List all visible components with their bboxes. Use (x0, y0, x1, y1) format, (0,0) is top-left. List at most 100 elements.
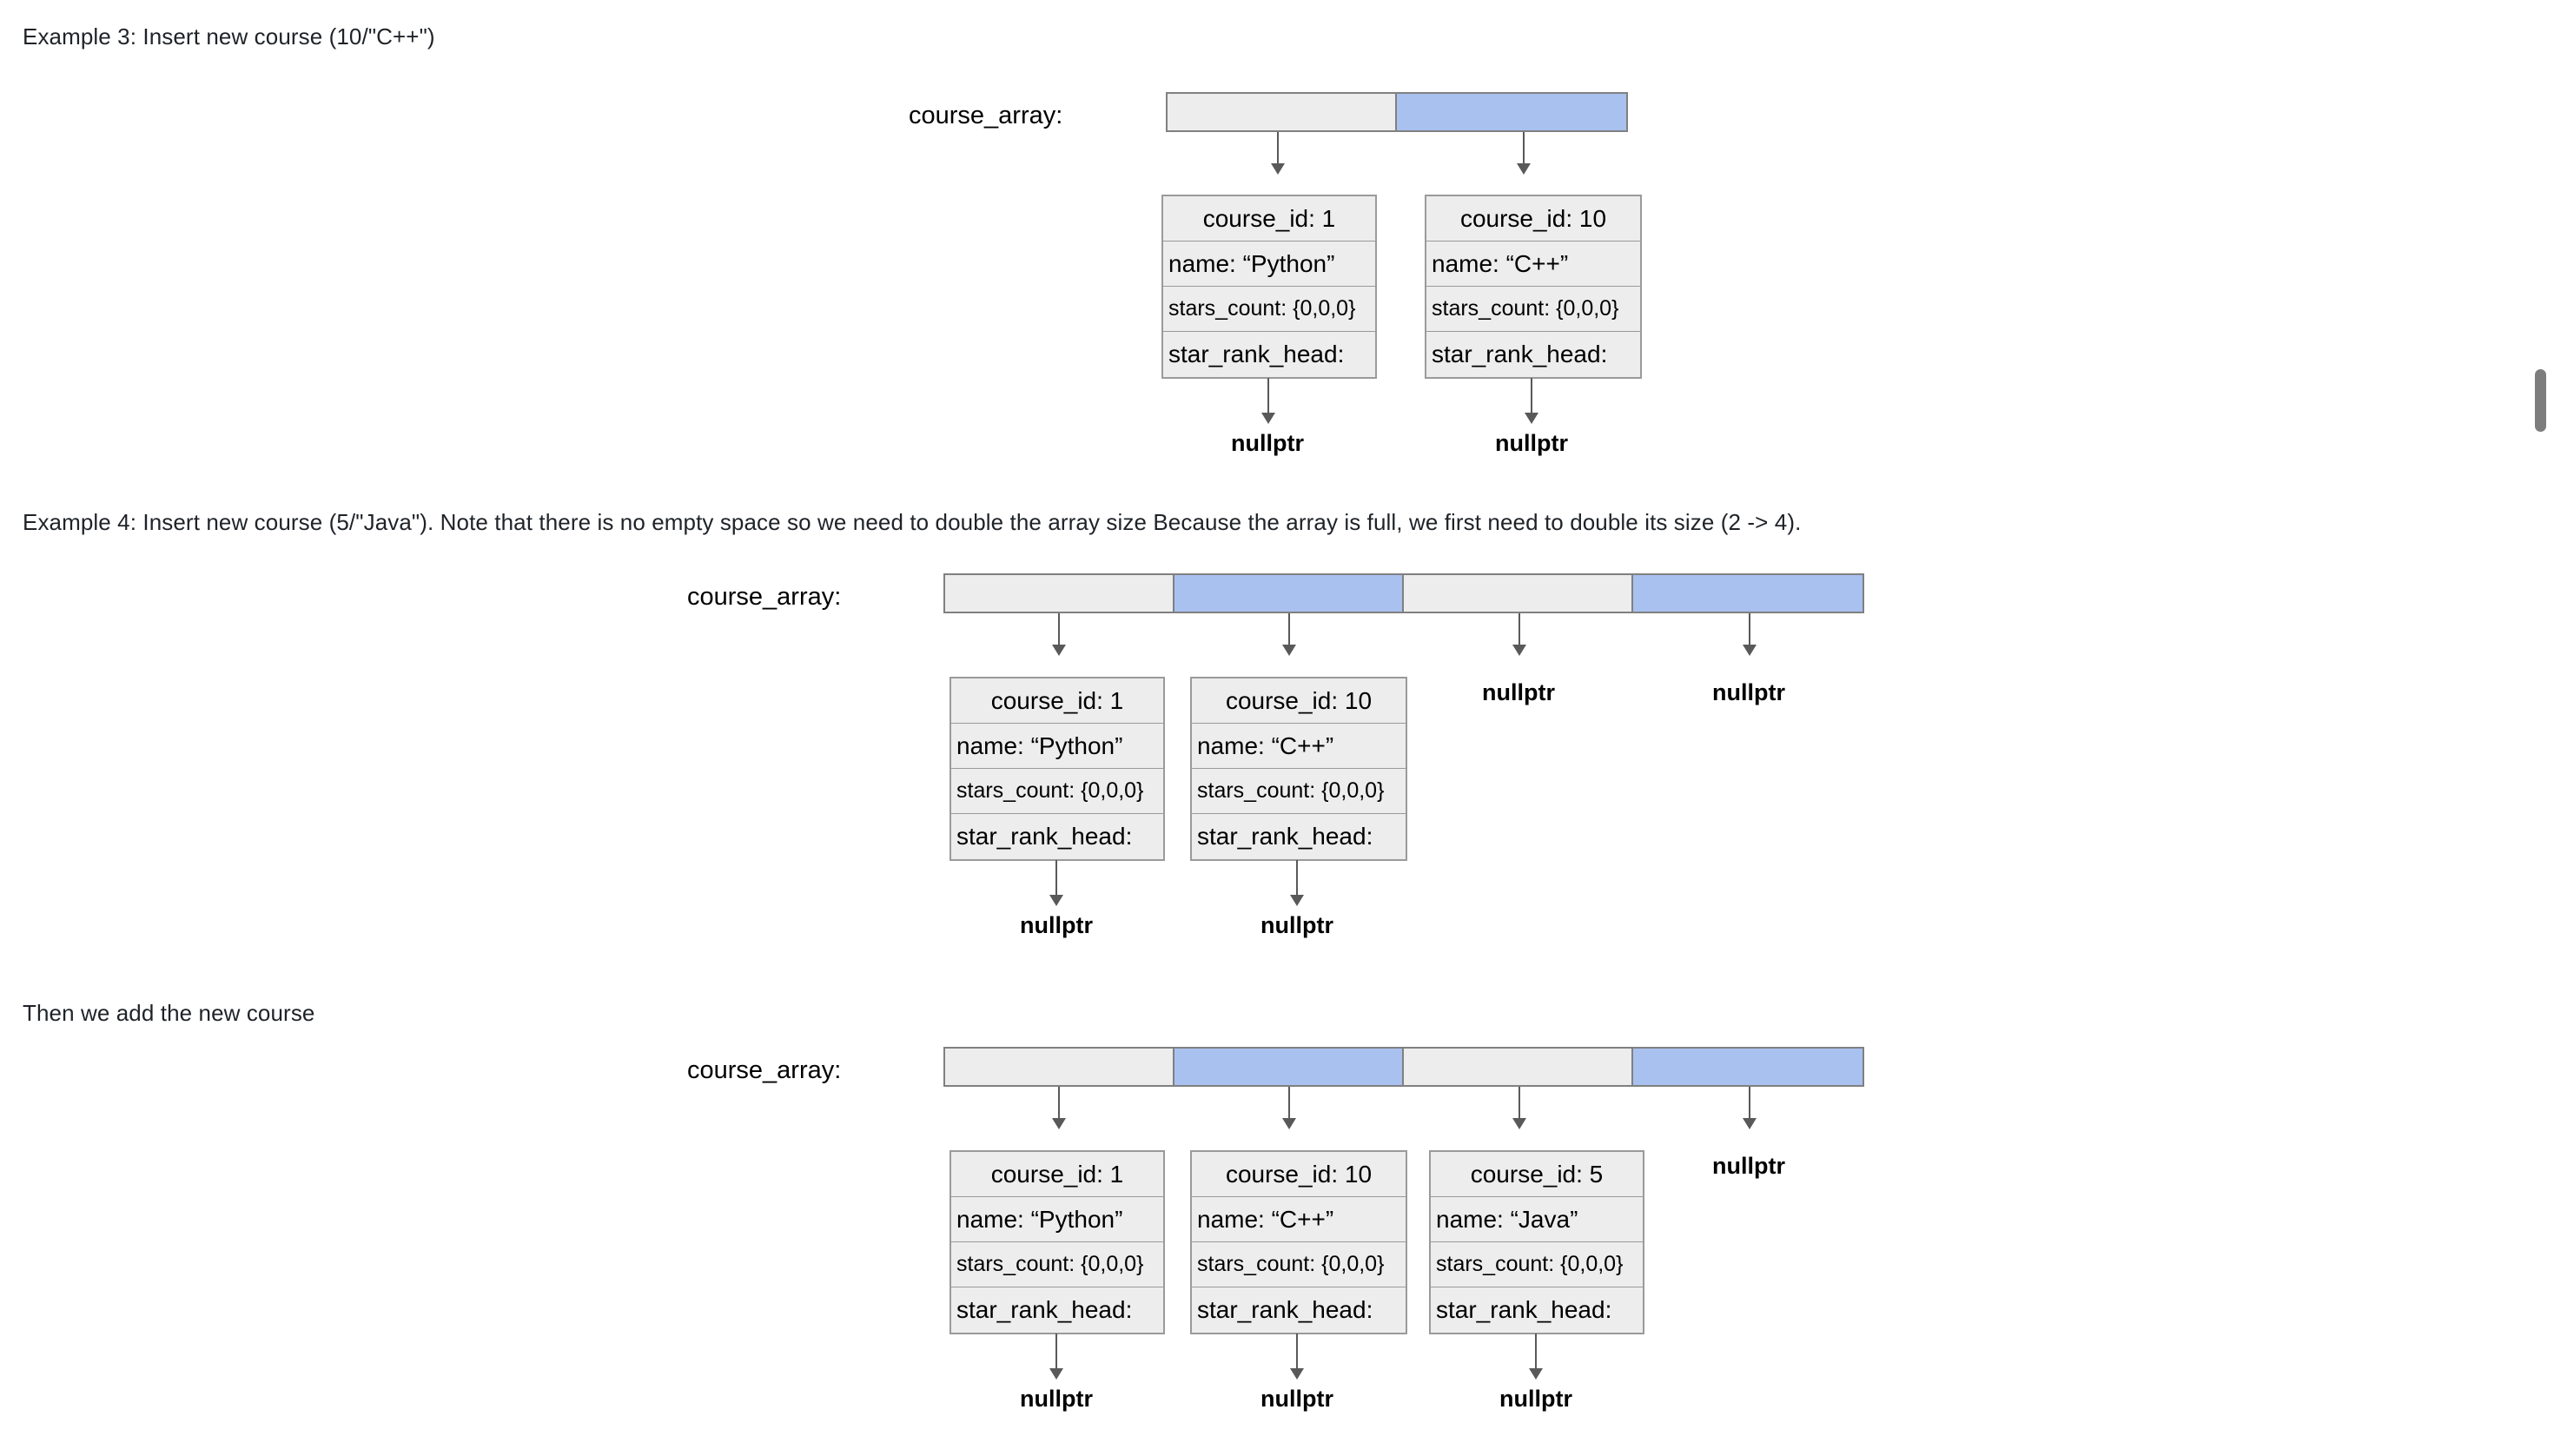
rank-head-arrowhead-0 (1049, 1368, 1063, 1380)
field-stars-count: stars_count: {0,0,0} (1426, 287, 1640, 332)
pointer-line-0 (1058, 613, 1060, 646)
rank-head-arrowhead-1 (1290, 1368, 1304, 1380)
pointer-line-1 (1288, 613, 1290, 646)
array-label-example4-after: course_array: (687, 1056, 842, 1084)
rank-head-line-0 (1055, 860, 1057, 897)
pointer-line-2 (1519, 1087, 1520, 1120)
pointer-arrowhead-2 (1512, 645, 1526, 656)
array-cell-1 (1397, 94, 1626, 130)
field-name: name: “Python” (951, 724, 1163, 769)
field-stars-count: stars_count: {0,0,0} (1163, 287, 1375, 332)
course-array-strip-example4-before (943, 573, 1864, 613)
field-star-rank-head: star_rank_head: (1197, 823, 1373, 850)
nullptr-label: nullptr (1495, 430, 1568, 456)
pointer-line-3 (1749, 613, 1750, 646)
pointer-line-3 (1749, 1087, 1750, 1120)
course-struct-box: course_id: 1 name: “Python” stars_count:… (949, 677, 1165, 861)
field-name: name: “C++” (1192, 724, 1406, 769)
nullptr-label: nullptr (1020, 1386, 1093, 1412)
paragraph-example4: Example 4: Insert new course (5/"Java").… (23, 509, 1802, 535)
array-cell-1 (1174, 575, 1404, 612)
pointer-line-1 (1523, 132, 1525, 165)
course-struct-box: course_id: 10 name: “C++” stars_count: {… (1190, 1150, 1407, 1334)
field-star-rank-head: star_rank_head: (1197, 1296, 1373, 1323)
paragraph-example3: Example 3: Insert new course (10/"C++") (23, 23, 435, 50)
field-name: name: “Python” (1163, 242, 1375, 287)
course-struct-box: course_id: 10 name: “C++” stars_count: {… (1425, 195, 1642, 379)
field-course-id: course_id: 10 (1192, 678, 1406, 724)
pointer-arrowhead-1 (1517, 163, 1531, 175)
course-struct-box: course_id: 5 name: “Java” stars_count: {… (1429, 1150, 1644, 1334)
rank-head-arrowhead-1 (1525, 413, 1538, 424)
field-stars-count: stars_count: {0,0,0} (1192, 1242, 1406, 1287)
array-label-example3: course_array: (909, 102, 1063, 129)
empty-slot-nullptr: nullptr (1712, 1153, 1785, 1179)
nullptr-label: nullptr (1499, 1386, 1572, 1412)
field-star-rank-head: star_rank_head: (956, 1296, 1133, 1323)
array-cell-2 (1404, 575, 1633, 612)
array-cell-3 (1633, 575, 1863, 612)
pointer-line-0 (1277, 132, 1279, 165)
field-stars-count: stars_count: {0,0,0} (951, 769, 1163, 814)
course-struct-box: course_id: 10 name: “C++” stars_count: {… (1190, 677, 1407, 861)
array-cell-0 (945, 575, 1174, 612)
pointer-line-1 (1288, 1087, 1290, 1120)
rank-head-line-1 (1531, 378, 1532, 414)
field-name: name: “Java” (1431, 1197, 1643, 1242)
rank-head-arrowhead-0 (1261, 413, 1275, 424)
rank-head-arrowhead-2 (1529, 1368, 1543, 1380)
pointer-line-0 (1058, 1087, 1060, 1120)
pointer-arrowhead-3 (1743, 645, 1757, 656)
rank-head-line-2 (1535, 1334, 1537, 1370)
nullptr-label: nullptr (1260, 912, 1333, 938)
array-cell-2 (1404, 1049, 1633, 1085)
rank-head-line-1 (1296, 860, 1298, 897)
pointer-arrowhead-3 (1743, 1118, 1757, 1129)
nullptr-label: nullptr (1020, 912, 1093, 938)
field-course-id: course_id: 10 (1192, 1152, 1406, 1197)
field-course-id: course_id: 1 (951, 678, 1163, 724)
field-stars-count: stars_count: {0,0,0} (1192, 769, 1406, 814)
pointer-arrowhead-0 (1052, 645, 1066, 656)
array-cell-1 (1174, 1049, 1404, 1085)
field-star-rank-head: star_rank_head: (1436, 1296, 1612, 1323)
array-cell-3 (1633, 1049, 1863, 1085)
scrollbar-thumb[interactable] (2535, 369, 2546, 432)
field-course-id: course_id: 1 (1163, 196, 1375, 242)
field-name: name: “Python” (951, 1197, 1163, 1242)
field-course-id: course_id: 1 (951, 1152, 1163, 1197)
rank-head-line-0 (1055, 1334, 1057, 1370)
field-star-rank-head: star_rank_head: (1168, 341, 1345, 367)
field-name: name: “C++” (1192, 1197, 1406, 1242)
field-course-id: course_id: 10 (1426, 196, 1640, 242)
nullptr-label: nullptr (1260, 1386, 1333, 1412)
pointer-arrowhead-2 (1512, 1118, 1526, 1129)
rank-head-arrowhead-1 (1290, 895, 1304, 906)
field-star-rank-head: star_rank_head: (1432, 341, 1608, 367)
field-stars-count: stars_count: {0,0,0} (1431, 1242, 1643, 1287)
pointer-arrowhead-0 (1271, 163, 1285, 175)
field-stars-count: stars_count: {0,0,0} (951, 1242, 1163, 1287)
rank-head-line-0 (1267, 378, 1269, 414)
course-struct-box: course_id: 1 name: “Python” stars_count:… (1161, 195, 1377, 379)
array-cell-0 (1168, 94, 1397, 130)
rank-head-arrowhead-0 (1049, 895, 1063, 906)
course-array-strip-example4-after (943, 1047, 1864, 1087)
nullptr-label: nullptr (1231, 430, 1304, 456)
pointer-arrowhead-0 (1052, 1118, 1066, 1129)
pointer-arrowhead-1 (1282, 645, 1296, 656)
field-star-rank-head: star_rank_head: (956, 823, 1133, 850)
field-course-id: course_id: 5 (1431, 1152, 1643, 1197)
pointer-line-2 (1519, 613, 1520, 646)
vertical-scrollbar[interactable] (2531, 0, 2554, 1456)
field-name: name: “C++” (1426, 242, 1640, 287)
course-struct-box: course_id: 1 name: “Python” stars_count:… (949, 1150, 1165, 1334)
rank-head-line-1 (1296, 1334, 1298, 1370)
array-cell-0 (945, 1049, 1174, 1085)
empty-slot-nullptr: nullptr (1712, 679, 1785, 705)
empty-slot-nullptr: nullptr (1482, 679, 1555, 705)
pointer-arrowhead-1 (1282, 1118, 1296, 1129)
course-array-strip-example3 (1166, 92, 1628, 132)
array-label-example4-before: course_array: (687, 583, 842, 611)
